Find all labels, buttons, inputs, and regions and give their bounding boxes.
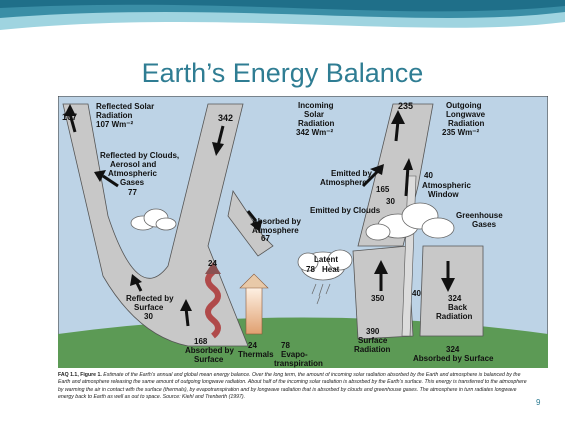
incoming-solar-label-2: Solar [304, 110, 324, 119]
emitted-atmosphere-label-2: Atmosphere [320, 178, 367, 187]
figure-caption: FAQ 1.1, Figure 1. Estimate of the Earth… [58, 372, 528, 402]
reflected-solar-label-3: 107 Wm⁻² [96, 120, 133, 129]
back-radiation-label-1: Back [448, 303, 468, 312]
outgoing-longwave-value: 235 [398, 101, 413, 111]
reflected-solar-label-1: Reflected Solar [96, 102, 154, 111]
reflected-clouds-label-4: Gases [120, 178, 145, 187]
outgoing-longwave-label-2: Longwave [446, 110, 486, 119]
evapo-label-1: Evapo- [281, 350, 308, 359]
reflected-clouds-label-1: Reflected by Clouds, [100, 151, 179, 160]
latent-heat-cloud [297, 249, 353, 281]
greenhouse-label-1: Greenhouse [456, 211, 503, 220]
absorbed-surface-right-label: Absorbed by Surface [413, 354, 494, 363]
thermals-icon [205, 269, 221, 339]
surface-radiation-value: 390 [366, 327, 380, 336]
greenhouse-label-2: Gases [472, 220, 497, 229]
window-up-value: 40 [412, 289, 421, 298]
reflected-surface-value: 30 [144, 312, 153, 321]
absorbed-atmosphere-value: 67 [261, 234, 270, 243]
atmospheric-window-label-1: Atmospheric [422, 181, 471, 190]
evapotranspiration-arrowhead [239, 273, 269, 289]
surface-radiation-label-1: Surface [358, 336, 388, 345]
reflected-clouds-label-3: Atmospheric [108, 169, 157, 178]
back-radiation-label-2: Radiation [436, 312, 473, 321]
reflected-surface-label-2: Surface [134, 303, 164, 312]
absorbed-surface-left-value: 168 [194, 337, 208, 346]
caption-text: Estimate of the Earth’s annual and globa… [58, 372, 527, 401]
incoming-solar-value: 342 [218, 113, 233, 123]
evapotranspiration-column [245, 285, 263, 335]
surface-radiation-up-value: 350 [371, 294, 385, 303]
atmospheric-window-label-2: Window [428, 190, 459, 199]
back-radiation-value: 324 [448, 294, 462, 303]
absorbed-surface-left-label-2: Surface [194, 355, 224, 364]
emitted-clouds-value: 30 [386, 197, 395, 206]
thermals-top-value: 24 [208, 259, 217, 268]
absorbed-surface-right-value: 324 [446, 345, 460, 354]
energy-balance-diagram: 107 Reflected Solar Radiation 107 Wm⁻² 3… [58, 96, 548, 368]
reflected-surface-label-1: Reflected by [126, 294, 174, 303]
rain-icon [311, 283, 331, 305]
flow-arrows [64, 104, 455, 327]
caption-lead: FAQ 1.1, Figure 1. [58, 372, 102, 378]
reflected-clouds-label-2: Aerosol and [110, 160, 156, 169]
absorbed-atmosphere-label-1: Absorbed by [252, 217, 301, 226]
reflected-solar-value: 107 [62, 112, 77, 122]
absorbed-atmosphere-label-2: Atmosphere [252, 226, 299, 235]
incoming-solar-label-3: Radiation [298, 119, 335, 128]
absorbed-surface-left-label-1: Absorbed by [185, 346, 234, 355]
header-wave-band [0, 0, 565, 30]
back-radiation-band [419, 245, 484, 337]
emitted-clouds-label: Emitted by Clouds [310, 206, 381, 215]
thermals-arrowhead [205, 262, 221, 274]
reflected-solar-label-2: Radiation [96, 111, 133, 120]
latent-heat-value: 78 [306, 265, 315, 274]
outgoing-longwave-label-1: Outgoing [446, 101, 482, 110]
incoming-solar-label-4: 342 Wm⁻² [296, 128, 333, 137]
thermals-value: 24 [248, 341, 257, 350]
atmospheric-window-value: 40 [424, 171, 433, 180]
emitted-atmosphere-value: 165 [376, 185, 390, 194]
thermals-label: Thermals [238, 350, 274, 359]
evapo-value: 78 [281, 341, 290, 350]
page-number: 9 [536, 398, 541, 407]
latent-heat-label-2: Heat [322, 265, 340, 274]
cloud-left [130, 208, 177, 231]
outgoing-longwave-label-4: 235 Wm⁻² [442, 128, 479, 137]
latent-heat-label-1: Latent [314, 255, 338, 264]
solar-band [62, 103, 249, 347]
surface-radiation-band [352, 245, 414, 340]
incoming-solar-label-1: Incoming [298, 101, 334, 110]
surface-radiation-label-2: Radiation [354, 345, 391, 354]
reflected-clouds-value: 77 [128, 188, 137, 197]
longwave-band [357, 103, 434, 247]
outgoing-longwave-label-3: Radiation [448, 119, 485, 128]
cloud-right [365, 202, 455, 241]
slide-title: Earth’s Energy Balance [141, 58, 424, 88]
evapo-label-2: transpiration [274, 359, 323, 368]
emitted-atmosphere-label-1: Emitted by [331, 169, 372, 178]
